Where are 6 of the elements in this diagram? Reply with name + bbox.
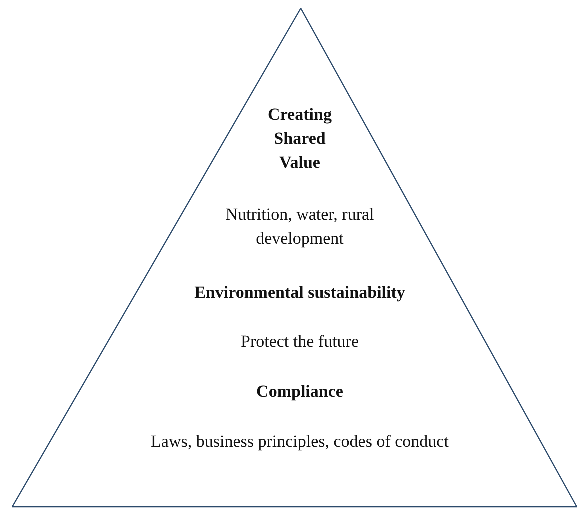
tier-heading: Environmental sustainability — [194, 282, 406, 304]
tier-description: Laws, business principles, codes of conduct — [150, 431, 450, 453]
tier-heading: Compliance — [256, 381, 344, 403]
tier-description: Protect the future — [240, 331, 360, 353]
tier-description: Nutrition, water, rural development — [224, 204, 376, 250]
tier-heading: Creating Shared Value — [267, 104, 333, 174]
